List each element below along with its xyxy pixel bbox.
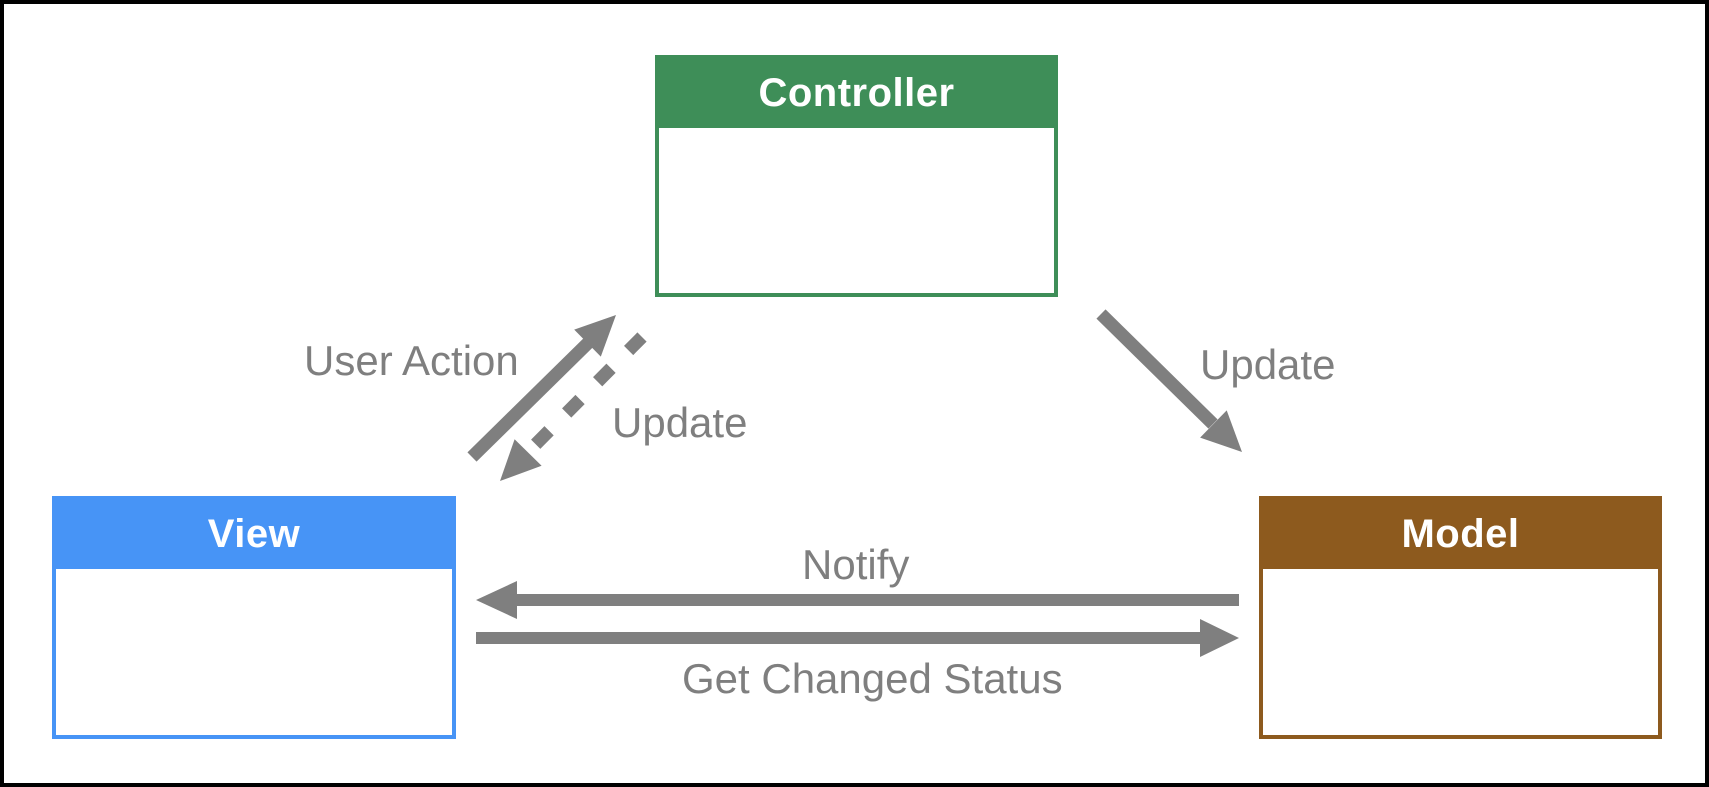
view-header: View bbox=[56, 500, 452, 569]
notify-label: Notify bbox=[802, 541, 910, 588]
model-body bbox=[1263, 569, 1658, 735]
user-action-label: User Action bbox=[304, 337, 519, 384]
update-view-label: Update bbox=[612, 399, 748, 446]
get-changed-status-arrow bbox=[476, 619, 1239, 657]
model-title: Model bbox=[1401, 512, 1520, 556]
model-header: Model bbox=[1263, 500, 1658, 569]
controller-title: Controller bbox=[758, 71, 955, 115]
controller-header: Controller bbox=[659, 59, 1054, 128]
controller-body bbox=[659, 128, 1054, 293]
view-title: View bbox=[207, 512, 301, 556]
view-body bbox=[56, 569, 452, 735]
model-node: Model bbox=[1259, 496, 1662, 739]
update-model-label: Update bbox=[1200, 341, 1336, 388]
get-changed-status-label: Get Changed Status bbox=[682, 655, 1063, 702]
view-node: View bbox=[52, 496, 456, 739]
controller-node: Controller bbox=[655, 55, 1058, 297]
